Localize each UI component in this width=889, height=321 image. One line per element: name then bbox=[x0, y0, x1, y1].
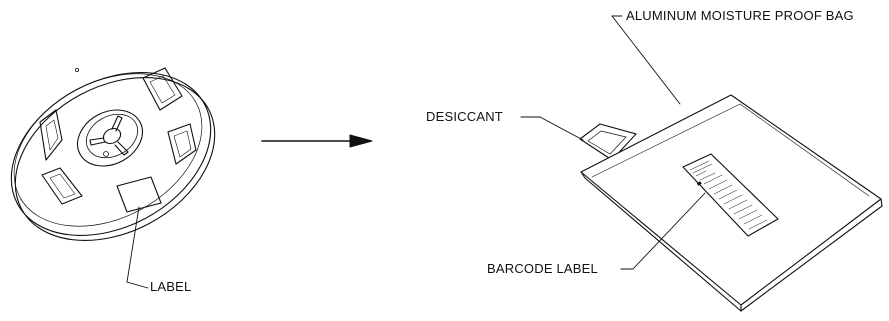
reel-window bbox=[142, 67, 183, 111]
bag-leader bbox=[611, 15, 681, 105]
reel-label-patch bbox=[116, 176, 162, 213]
reel-window bbox=[39, 109, 63, 161]
desiccant-callout: DESICCANT bbox=[426, 109, 503, 124]
process-arrow bbox=[261, 134, 373, 148]
desiccant-pack bbox=[579, 123, 637, 161]
reel-hub bbox=[77, 109, 143, 167]
bag-callout: ALUMINUM MOISTURE PROOF BAG bbox=[626, 8, 854, 23]
reel-drawing bbox=[10, 67, 216, 241]
barcode-leader bbox=[620, 192, 706, 270]
reel-window bbox=[41, 167, 83, 205]
barcode-label-callout: BARCODE LABEL bbox=[487, 261, 598, 276]
label-leader bbox=[126, 206, 149, 289]
reel-window bbox=[167, 123, 197, 165]
label-callout: LABEL bbox=[150, 279, 192, 294]
barcode-label-patch bbox=[682, 153, 779, 237]
moisture-bag-drawing bbox=[579, 94, 883, 312]
desiccant-leader bbox=[520, 116, 584, 141]
